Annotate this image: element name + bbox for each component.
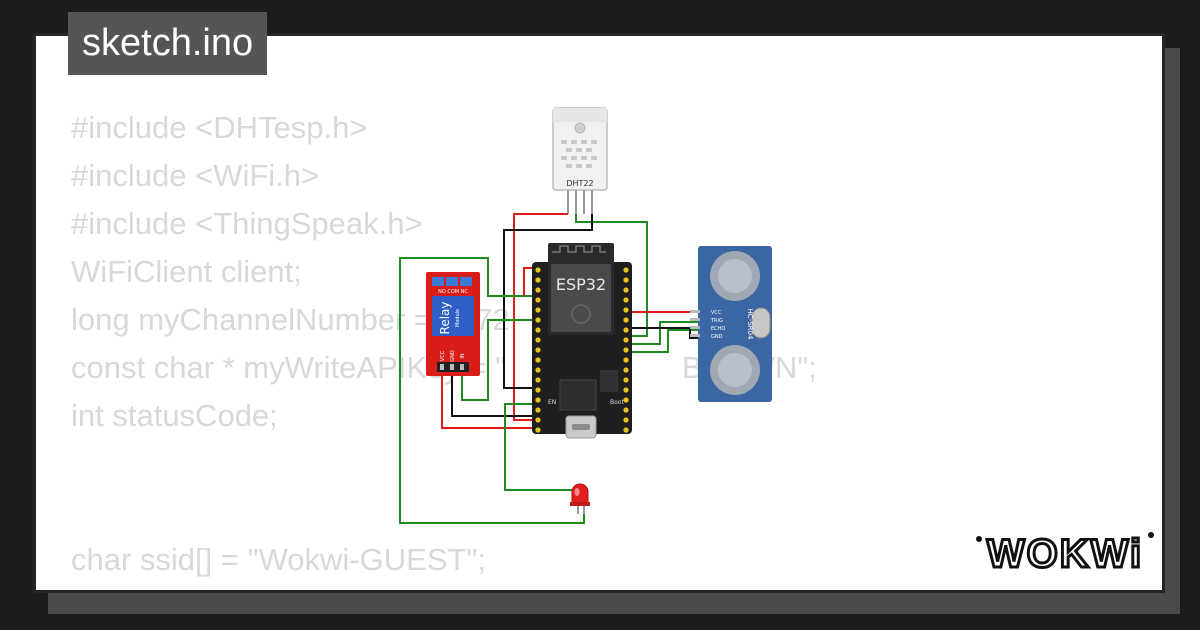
code-line: char ssid[] = "Wokwi-GUEST"; xyxy=(71,542,487,577)
code-line: WiFiClient client; xyxy=(71,254,302,289)
dht22-sensor: DHT22 xyxy=(552,107,608,214)
hcsr04-label: HC-SR04 xyxy=(746,309,754,340)
relay-terminal-label: NO COM NC xyxy=(438,289,468,295)
hcsr04-pin-label: TRIG xyxy=(710,318,723,324)
relay-pin-label: IN xyxy=(460,353,466,358)
esp32-board: ESP32 EN Boot xyxy=(532,243,632,439)
relay-subtitle: Module xyxy=(455,309,461,327)
code-line: #include <WiFi.h> xyxy=(71,158,320,193)
hcsr04-sensor: HC-SR04 VCC TRIG ECHO GND xyxy=(690,246,772,402)
dht22-label: DHT22 xyxy=(566,179,593,188)
relay-module: NO COM NC Relay Module VCC GND IN xyxy=(426,272,480,376)
code-line: #include <ThingSpeak.h> xyxy=(71,206,423,241)
en-pin-label: EN xyxy=(548,399,556,406)
relay-title: Relay xyxy=(438,302,452,335)
code-snippet: #include <DHTesp.h> #include <WiFi.h> #i… xyxy=(71,104,817,590)
hcsr04-pin-label: GND xyxy=(711,334,723,340)
relay-pin-label: GND xyxy=(450,350,456,362)
sketch-filename-tab: sketch.ino xyxy=(68,12,268,75)
code-line: #include <DHTesp.h> xyxy=(71,110,368,145)
relay-pin-label: VCC xyxy=(440,350,446,361)
wokwi-logo-text: WOKWi xyxy=(987,532,1143,576)
code-line: int statusCode; xyxy=(71,398,278,433)
hcsr04-pin-label: VCC xyxy=(711,310,722,316)
boot-pin-label: Boot xyxy=(610,399,624,406)
esp32-label: ESP32 xyxy=(556,275,606,294)
wokwi-logo: WOKWi xyxy=(976,531,1154,578)
hcsr04-pin-label: ECHO xyxy=(711,326,725,332)
led xyxy=(570,483,590,514)
